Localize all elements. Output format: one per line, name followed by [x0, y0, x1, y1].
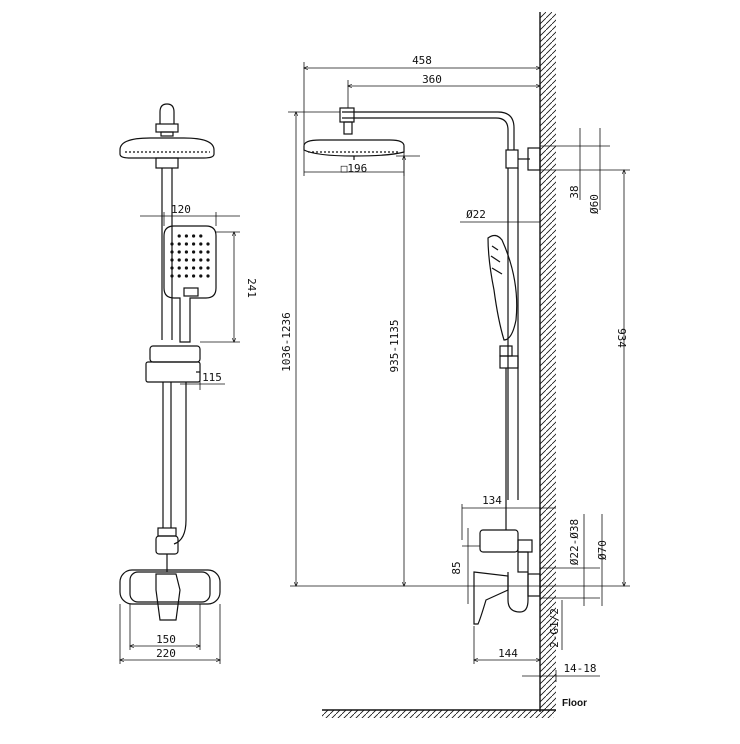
dim-mixer-depth: 144	[498, 647, 518, 660]
spray-nozzle	[206, 250, 210, 254]
dim-hose-diameter: Ø22	[466, 208, 486, 221]
spray-nozzle	[199, 266, 203, 270]
dim-centers-range: 14-18	[563, 662, 596, 675]
side-view	[303, 107, 541, 625]
dim-handshower-width: 120	[171, 203, 191, 216]
spray-nozzle	[184, 274, 188, 278]
spray-nozzle	[177, 234, 181, 238]
dim-outlet-diameter: Ø22-Ø38	[568, 519, 581, 565]
spray-nozzle	[199, 234, 203, 238]
dim-total-height-range: 1036-1236	[280, 312, 293, 372]
spray-nozzle	[192, 242, 196, 246]
dim-bracket-height: 38	[568, 185, 581, 198]
dim-rainhead-size: □196	[341, 162, 368, 175]
dim-bracket-height-from-mixer: 934	[615, 328, 628, 348]
hose-front	[173, 382, 187, 545]
spray-nozzle	[206, 242, 210, 246]
dim-escutcheon-width: 220	[156, 647, 176, 660]
spray-nozzle	[192, 250, 196, 254]
dim-body-width: 150	[156, 633, 176, 646]
dim-escutcheon-diameter: Ø70	[596, 540, 609, 560]
spray-nozzle	[170, 274, 174, 278]
dim-holder-offset: 115	[202, 371, 222, 384]
spray-nozzle	[170, 250, 174, 254]
spray-nozzle	[170, 266, 174, 270]
spray-nozzle	[206, 274, 210, 278]
spray-nozzle	[184, 242, 188, 246]
wall	[539, 12, 556, 712]
wall-bracket-side	[505, 147, 541, 171]
spray-nozzle	[177, 258, 181, 262]
spray-nozzle	[206, 266, 210, 270]
handshower-side	[487, 234, 519, 369]
spray-nozzle	[184, 266, 188, 270]
top-cap	[155, 103, 179, 137]
spray-nozzle	[206, 258, 210, 262]
spray-nozzle	[184, 258, 188, 262]
shower-arm-side	[339, 107, 515, 150]
floor-label: Floor	[562, 698, 587, 709]
spray-nozzle	[184, 250, 188, 254]
rainhead-side	[303, 121, 405, 160]
spray-nozzle	[199, 250, 203, 254]
riser-pipe-side	[507, 168, 519, 500]
spray-nozzle	[177, 242, 181, 246]
rainhead-front	[119, 137, 215, 169]
spray-nozzle	[177, 250, 181, 254]
dim-bracket-diameter: Ø60	[588, 194, 601, 214]
dim-mixer-projection: 134	[482, 494, 502, 507]
mixer-side	[473, 529, 541, 625]
spray-nozzle	[199, 242, 203, 246]
spray-nozzle	[177, 266, 181, 270]
spray-nozzle	[184, 234, 188, 238]
spray-nozzle	[192, 234, 196, 238]
side-dimensions	[288, 62, 630, 682]
spray-nozzle	[192, 258, 196, 262]
dim-head-height-range: 935-1135	[388, 320, 401, 373]
spray-nozzle	[170, 258, 174, 262]
front-dimensions	[120, 212, 240, 664]
dim-inlet-thread: 2-G1/2	[548, 608, 561, 648]
diverter-front	[155, 527, 179, 572]
spray-nozzle	[177, 274, 181, 278]
dim-handshower-height: 241	[245, 278, 258, 298]
spray-pattern	[170, 234, 210, 278]
front-view	[119, 103, 221, 621]
dim-mixer-height: 85	[450, 561, 463, 574]
spray-nozzle	[192, 266, 196, 270]
mixer-front	[119, 569, 221, 621]
slide-holder-front	[145, 345, 201, 383]
spray-nozzle	[192, 274, 196, 278]
dim-total-projection: 458	[412, 54, 432, 67]
dim-arm-length: 360	[422, 73, 442, 86]
spray-nozzle	[199, 274, 203, 278]
spray-nozzle	[170, 242, 174, 246]
riser-pipe-front	[161, 168, 173, 528]
handshower-front	[163, 225, 217, 343]
spray-nozzle	[199, 258, 203, 262]
floor	[322, 709, 556, 718]
